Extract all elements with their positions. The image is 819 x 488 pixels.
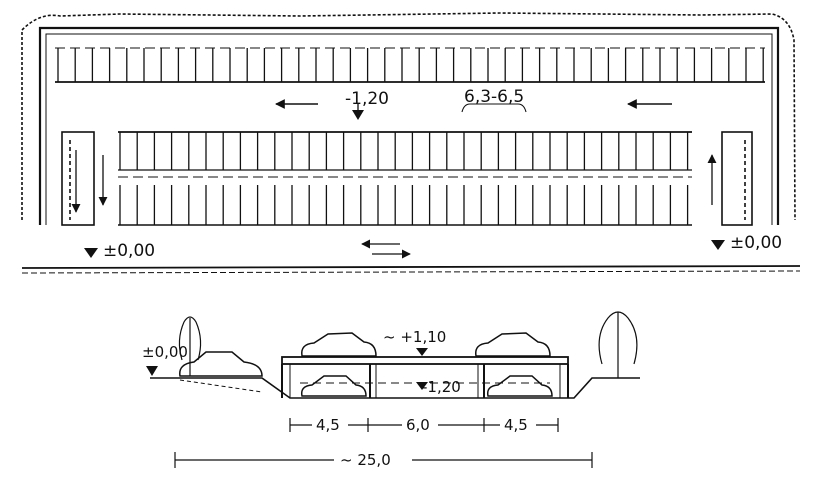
dimension-center: 6,0 (406, 416, 430, 434)
plan-view (21, 12, 801, 274)
plan-level-center: -1,20 (345, 89, 389, 109)
section-ground (150, 377, 640, 399)
upper-deck (281, 356, 569, 365)
section-level-deck: ~ +1,10 (383, 328, 446, 346)
car-upper-left (301, 332, 377, 357)
parking-row-top (57, 48, 764, 82)
car-lower-right (486, 375, 553, 397)
section-level-ground: ±0,00 (142, 343, 188, 361)
plan-slope-label: 6,3-6,5 (464, 87, 524, 107)
level-marker-center (352, 110, 364, 120)
level-marker-left (84, 248, 98, 258)
left-ramp (61, 131, 95, 226)
parking-row-middle-lower (119, 185, 689, 225)
plan-earth-outline (21, 12, 796, 221)
plan-outer-wall (38, 26, 780, 225)
level-marker-deck (416, 348, 428, 356)
parking-row-middle-upper (119, 132, 689, 170)
plan-level-right: ±0,00 (730, 233, 782, 253)
section-level-lower: -1,20 (422, 378, 461, 396)
ground-line (21, 265, 801, 269)
tree-left (178, 316, 202, 376)
slope-dimension (461, 103, 527, 113)
level-marker-right (711, 240, 725, 250)
level-marker-lower (416, 382, 428, 390)
dimension-right: 4,5 (504, 416, 528, 434)
dimension-total: ~ 25,0 (340, 451, 391, 469)
car-lower-left (300, 375, 367, 397)
dimension-left: 4,5 (316, 416, 340, 434)
tree-right (598, 311, 638, 378)
level-marker-ground (146, 366, 158, 376)
car-street (179, 351, 263, 377)
plan-level-left: ±0,00 (103, 241, 155, 261)
right-ramp (721, 131, 753, 226)
car-upper-right (475, 332, 551, 357)
